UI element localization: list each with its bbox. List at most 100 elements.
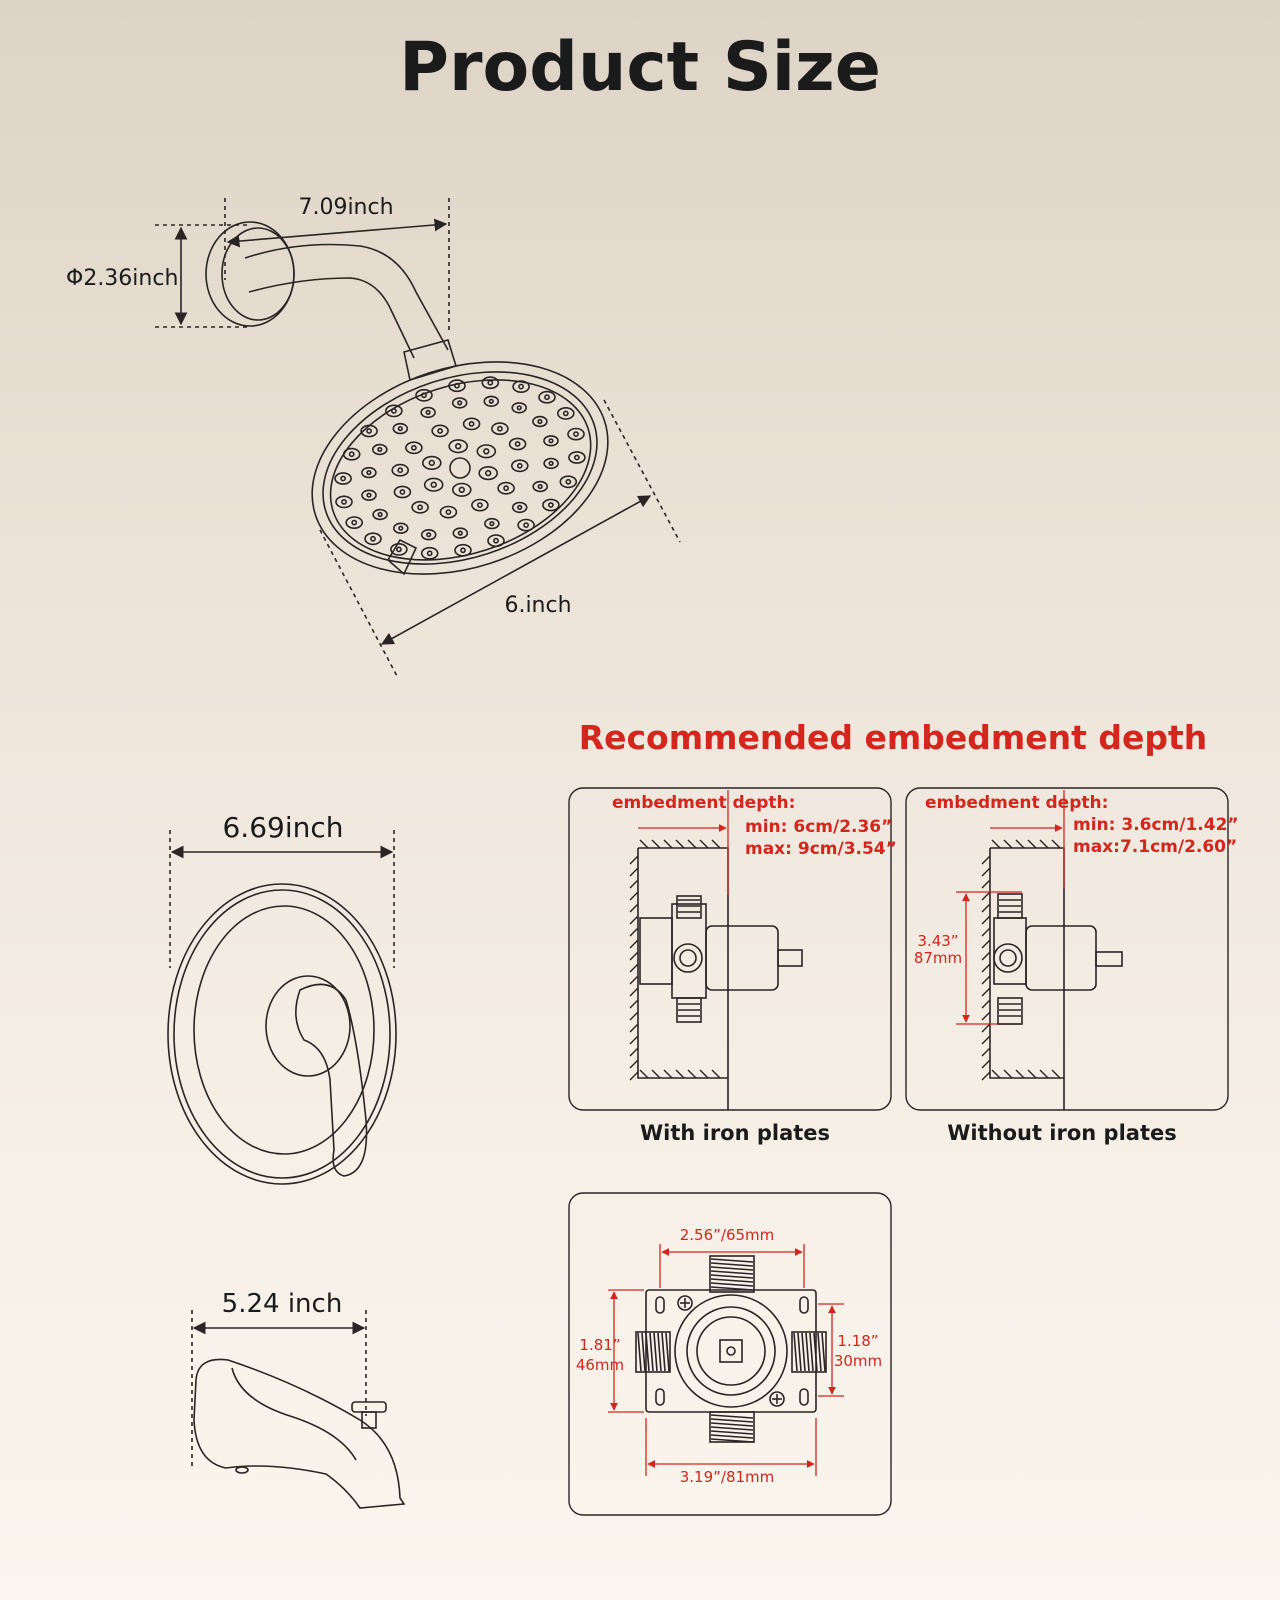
nozzle-hole	[468, 420, 475, 427]
thread-line	[710, 1274, 754, 1279]
nozzle-hole	[366, 470, 372, 476]
nozzle-hole	[421, 392, 427, 399]
nozzle-hole	[516, 462, 523, 469]
nozzle-hole	[544, 394, 550, 401]
hatch-line	[1015, 1069, 1025, 1079]
nozzle-hole	[425, 409, 431, 416]
without-plates-caption: Without iron plates	[947, 1121, 1177, 1145]
nozzle-hole	[503, 485, 509, 492]
nozzle	[568, 451, 586, 464]
nozzle	[478, 466, 499, 481]
hatch-line	[629, 879, 639, 889]
center-nozzle	[449, 457, 471, 479]
nozzle-hole	[410, 444, 417, 451]
hatch-line	[675, 839, 685, 849]
nozzle	[423, 477, 444, 492]
nozzle	[462, 417, 481, 431]
hatch-line	[1003, 839, 1013, 849]
nozzle-hole	[366, 492, 372, 498]
spray-nozzles	[334, 376, 586, 560]
hatch-line	[629, 987, 639, 997]
nozzle	[567, 427, 585, 441]
flange-diameter-label: Φ2.36inch	[66, 266, 178, 291]
hatch-line	[981, 999, 991, 1009]
without-plates-panel	[905, 787, 1229, 1111]
nozzle-hole	[548, 460, 554, 467]
valve-front-panel	[568, 1192, 892, 1516]
thread-line	[710, 1414, 754, 1419]
nozzle	[542, 498, 560, 512]
nozzle	[393, 485, 412, 499]
hatch-line	[629, 1011, 639, 1021]
nozzle-hole	[377, 446, 383, 453]
thread-line	[710, 1262, 754, 1267]
nozzle	[371, 443, 388, 456]
nozzle-hole	[487, 379, 494, 386]
nozzle	[439, 505, 458, 519]
nozzle	[448, 379, 466, 393]
hatch-line	[1051, 839, 1061, 849]
hatch-line	[629, 1035, 639, 1045]
nozzle-hole	[455, 443, 462, 450]
nozzle	[405, 441, 423, 455]
nozzle-hole	[574, 454, 580, 461]
nozzle-hole	[430, 481, 437, 488]
trim-width-label: 6.69inch	[222, 811, 343, 844]
nozzle-hole	[445, 509, 452, 515]
nozzle-hole	[537, 418, 543, 425]
nozzle-hole	[377, 511, 383, 518]
hatch-line	[981, 903, 991, 913]
hatch-line	[981, 987, 991, 997]
arm-length-label: 7.09inch	[298, 195, 393, 220]
hatch-line	[991, 1069, 1001, 1079]
nozzle	[420, 546, 439, 560]
hatch-line	[629, 1047, 639, 1057]
head-diameter-label: 6.inch	[504, 593, 571, 618]
nozzle	[392, 422, 409, 435]
hatch-line	[981, 855, 991, 865]
nozzle	[512, 380, 530, 393]
hatch-line	[675, 1069, 685, 1079]
thread-line	[710, 1418, 754, 1423]
nozzle	[372, 508, 388, 521]
nozzle-hole	[458, 486, 465, 493]
hatch-line	[1015, 839, 1025, 849]
hatch-line	[629, 1071, 639, 1081]
nozzle	[451, 397, 468, 409]
nozzle-hole	[417, 504, 423, 511]
with-plates-wall	[629, 839, 729, 1110]
hatch-line	[711, 1069, 721, 1079]
hatch-line	[1027, 1069, 1037, 1079]
nozzle	[390, 543, 408, 556]
valve-front-drawing	[635, 1255, 827, 1443]
hatch-line	[629, 975, 639, 985]
hatch-line	[699, 1069, 709, 1079]
nozzle	[532, 415, 548, 428]
hatch-line	[629, 891, 639, 901]
hatch-line	[663, 839, 673, 849]
valve-right-height-in: 1.18”	[837, 1332, 878, 1350]
hatch-line	[981, 1071, 991, 1081]
nozzle	[361, 466, 377, 479]
nozzle	[556, 406, 575, 420]
nozzle-hole	[398, 525, 404, 531]
hatch-line	[651, 839, 661, 849]
nozzle	[415, 388, 433, 402]
nozzle	[451, 482, 472, 497]
nozzle	[543, 435, 559, 447]
thread-line	[710, 1282, 754, 1287]
thread-line	[793, 1332, 798, 1372]
hatch-line	[629, 915, 639, 925]
hatch-line	[981, 1011, 991, 1021]
nozzle	[420, 528, 437, 541]
nozzle	[538, 390, 556, 404]
thread-line	[657, 1332, 662, 1372]
nozzle	[385, 404, 403, 418]
nozzle-hole	[537, 483, 543, 490]
nozzle-hole	[483, 448, 490, 455]
hatch-line	[981, 1059, 991, 1069]
valve-left-height-mm: 46mm	[576, 1356, 624, 1374]
thread-line	[649, 1332, 654, 1372]
hatch-line	[981, 963, 991, 973]
